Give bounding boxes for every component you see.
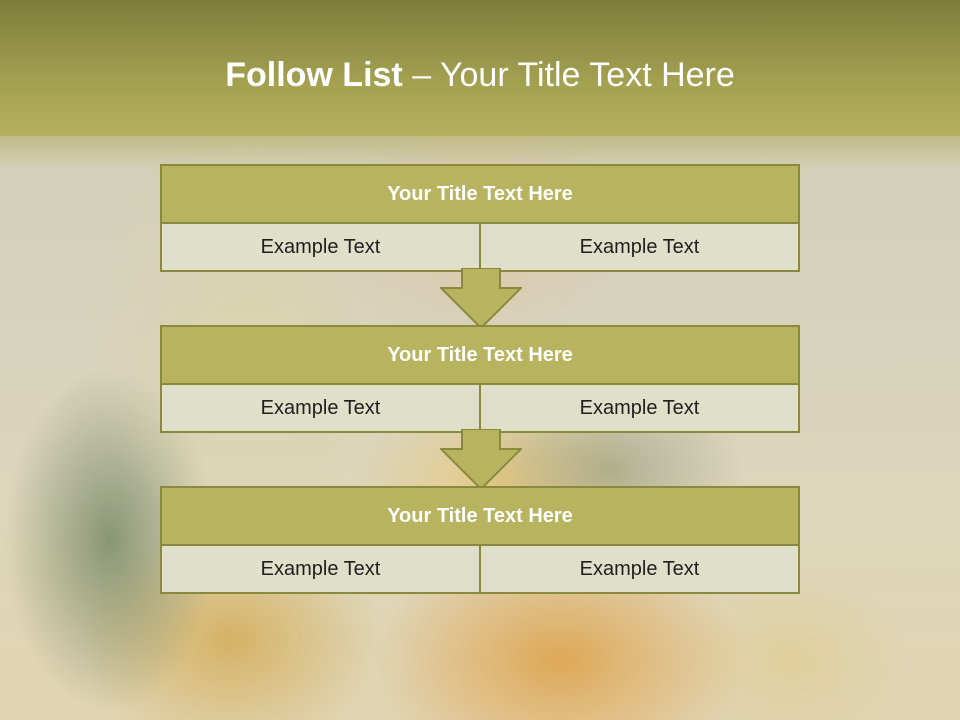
step-cell-2-left: Example Text bbox=[162, 385, 479, 431]
step-title-2: Your Title Text Here bbox=[162, 327, 798, 385]
down-arrow-icon bbox=[440, 268, 522, 330]
step-row-2: Example Text Example Text bbox=[162, 385, 798, 431]
step-cell-1-right: Example Text bbox=[479, 224, 798, 270]
step-cell-3-right: Example Text bbox=[479, 546, 798, 592]
step-row-1: Example Text Example Text bbox=[162, 224, 798, 270]
down-arrow-icon bbox=[440, 429, 522, 491]
step-title-3: Your Title Text Here bbox=[162, 488, 798, 546]
step-block-2: Your Title Text Here Example Text Exampl… bbox=[160, 325, 800, 433]
step-cell-3-left: Example Text bbox=[162, 546, 479, 592]
title-bar-fade bbox=[0, 136, 960, 166]
step-cell-1-left: Example Text bbox=[162, 224, 479, 270]
step-title-1: Your Title Text Here bbox=[162, 166, 798, 224]
step-row-3: Example Text Example Text bbox=[162, 546, 798, 592]
step-cell-2-right: Example Text bbox=[479, 385, 798, 431]
step-block-3: Your Title Text Here Example Text Exampl… bbox=[160, 486, 800, 594]
title-bar bbox=[0, 0, 960, 136]
slide-title-bold: Follow List bbox=[225, 56, 403, 94]
slide-title-rest: – Your Title Text Here bbox=[402, 56, 735, 94]
step-block-1: Your Title Text Here Example Text Exampl… bbox=[160, 164, 800, 272]
slide-title: Follow List – Your Title Text Here bbox=[0, 55, 960, 95]
